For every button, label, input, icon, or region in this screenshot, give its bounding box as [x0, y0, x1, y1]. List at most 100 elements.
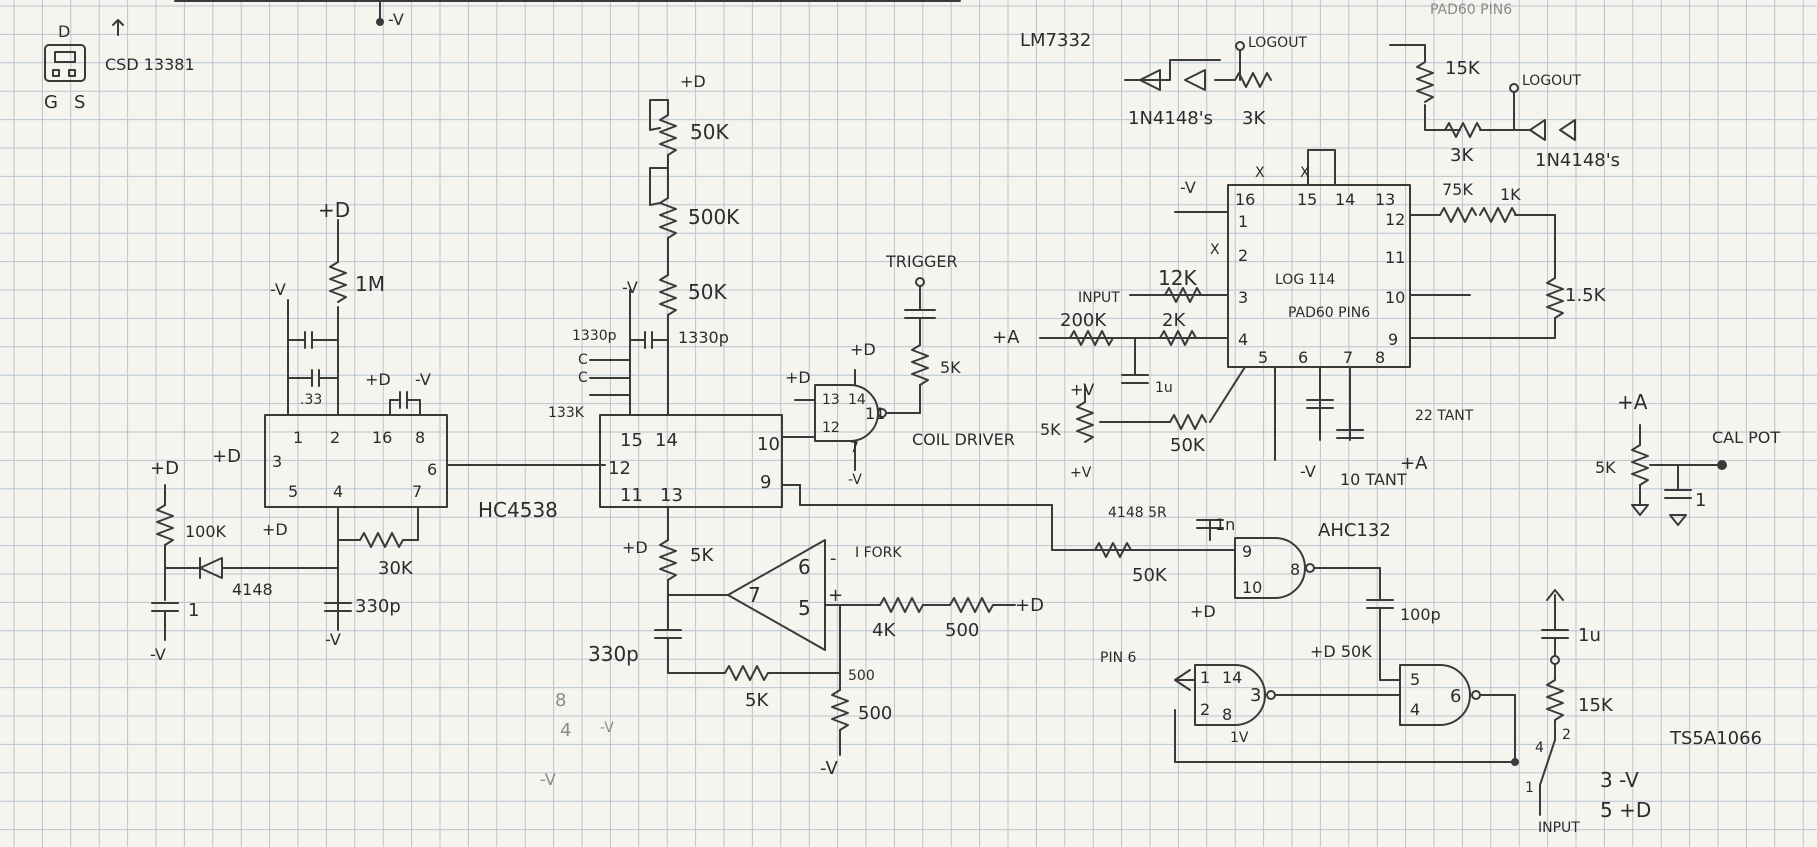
r-50k-nand-zigzag — [1094, 542, 1132, 558]
label-n3-p5: 5 — [1410, 670, 1421, 689]
label-log-p4: 4 — [1238, 330, 1249, 349]
label-pot-50k-top: 50K — [690, 120, 729, 144]
label-cap-1n: 1n — [1215, 515, 1236, 534]
label-log-p3: 3 — [1238, 288, 1249, 307]
label-log-p9: 9 — [1388, 330, 1399, 349]
label-log-p2: 2 — [1238, 246, 1249, 265]
cal-pot-terminal — [1717, 460, 1727, 470]
r-50k-mid-zigzag — [659, 274, 677, 316]
label-u1-p5: 5 — [288, 482, 299, 501]
label-plusa-2: +A — [1400, 453, 1428, 474]
label-minusv-8: -V — [540, 770, 556, 789]
label-r-133k: 133K — [548, 405, 584, 421]
label-log-p5: 5 — [1258, 348, 1269, 367]
nand2-body — [1194, 664, 1266, 726]
label-u1-p4: 4 — [333, 482, 344, 501]
label-r-4k: 4K — [872, 620, 896, 641]
label-log-p11: 11 — [1385, 248, 1406, 267]
label-pad60-top: PAD60 PIN6 — [1430, 2, 1513, 18]
label-cap-1-left: 1 — [188, 600, 200, 621]
label-fet-d: D — [58, 22, 71, 41]
label-plusd-7: +D — [850, 340, 876, 359]
label-u2-p12: 12 — [608, 458, 631, 479]
label-n2-p7: 1V — [1230, 730, 1249, 746]
label-plusa-1: +A — [992, 327, 1020, 348]
label-cap-c1: C — [578, 352, 588, 368]
label-r-1m: 1M — [355, 272, 385, 296]
label-n2-p14: 14 — [1222, 668, 1243, 687]
r-5k-low-zigzag — [724, 665, 769, 681]
label-minusv-9: -V — [1180, 178, 1196, 197]
label-oa-p6: 6 — [798, 555, 811, 579]
label-pot-5k-mid: 5K — [1040, 420, 1061, 439]
label-r-30k: 30K — [378, 558, 413, 579]
label-oa-p7: 7 — [748, 583, 761, 607]
label-log-p7: 7 — [1343, 348, 1354, 367]
label-faint-v: -V — [600, 720, 614, 736]
label-plusd-1: +D — [318, 198, 351, 222]
label-plusd-2: +D — [365, 370, 391, 389]
sw-top-arrow — [1546, 589, 1564, 611]
label-sw-2: 2 — [1562, 727, 1571, 743]
sw-node-top — [1550, 655, 1560, 665]
pot-50k-zigzag — [659, 114, 677, 156]
diode-1n4148-b1 — [1529, 119, 1546, 141]
label-i-fork: I FORK — [855, 545, 902, 561]
label-minusv-6: -V — [848, 472, 862, 488]
label-r-200k: 200K — [1060, 310, 1107, 331]
label-u2-p9: 9 — [760, 472, 772, 493]
fet-package-outline — [44, 44, 86, 82]
nand1-body — [1234, 537, 1306, 599]
label-log-x1: X — [1255, 165, 1265, 181]
label-u2-p10: 10 — [757, 434, 780, 455]
label-minusv-4: -V — [325, 630, 341, 649]
pot-500k-zigzag — [659, 197, 677, 239]
label-g1-p13: 13 — [822, 392, 840, 408]
fet-drain-pad — [54, 51, 76, 63]
log-pin15-loop — [1307, 149, 1336, 186]
label-r-12k: 12K — [1158, 266, 1197, 290]
label-cap-1u-mid: 1u — [1155, 380, 1173, 396]
label-r-100k: 100K — [185, 522, 227, 541]
label-r-500-a: 500 — [945, 620, 980, 641]
label-input: INPUT — [1078, 290, 1120, 306]
label-plusd-5: +D — [262, 520, 288, 539]
label-n3-p4: 4 — [1410, 700, 1421, 719]
label-oa-p5: 5 — [798, 596, 811, 620]
r-15k-right-zigzag — [1546, 277, 1564, 319]
label-cap-c2: C — [578, 370, 588, 386]
label-ts5a: TS5A1066 — [1670, 728, 1762, 749]
label-cap-100p: 100p — [1400, 605, 1441, 624]
label-cap-1330p-b: 1330p — [678, 328, 729, 347]
r-75k-zigzag — [1439, 207, 1477, 223]
label-log114: LOG 114 — [1275, 272, 1336, 288]
label-log-p6: 6 — [1298, 348, 1309, 367]
label-minusv-7: -V — [820, 758, 838, 779]
label-faint-8: 8 — [555, 690, 567, 711]
label-pot-500: 500 — [858, 703, 893, 724]
r-5k-mid-zigzag — [659, 539, 677, 581]
label-cap-330p-left: 330p — [355, 596, 401, 617]
label-plusd-3: +D — [212, 446, 241, 467]
label-r-1k: 1K — [1500, 185, 1521, 204]
label-g1-p14: 14 — [848, 392, 866, 408]
label-log-p10: 10 — [1385, 288, 1406, 307]
label-r-15k-top: 15K — [1445, 58, 1480, 79]
label-plusv-pot2: +V — [1070, 465, 1092, 481]
label-u1-p3: 3 — [272, 452, 283, 471]
label-log-p12: 12 — [1385, 210, 1406, 229]
r-2k-zigzag — [1159, 330, 1197, 346]
r-5k-trig-zigzag — [911, 344, 929, 386]
label-plusd-11: +D — [1190, 602, 1216, 621]
label-plusd-6: +D — [680, 72, 706, 91]
label-cap-33: .33 — [300, 392, 323, 408]
label-minusv-10: -V — [1300, 462, 1316, 481]
logout-2-terminal — [1509, 83, 1519, 93]
ic-hc4538-body — [599, 414, 783, 508]
label-n1-p9: 9 — [1242, 542, 1253, 561]
label-minusv-1: -V — [270, 280, 286, 299]
label-log-x3: X — [1300, 165, 1310, 181]
